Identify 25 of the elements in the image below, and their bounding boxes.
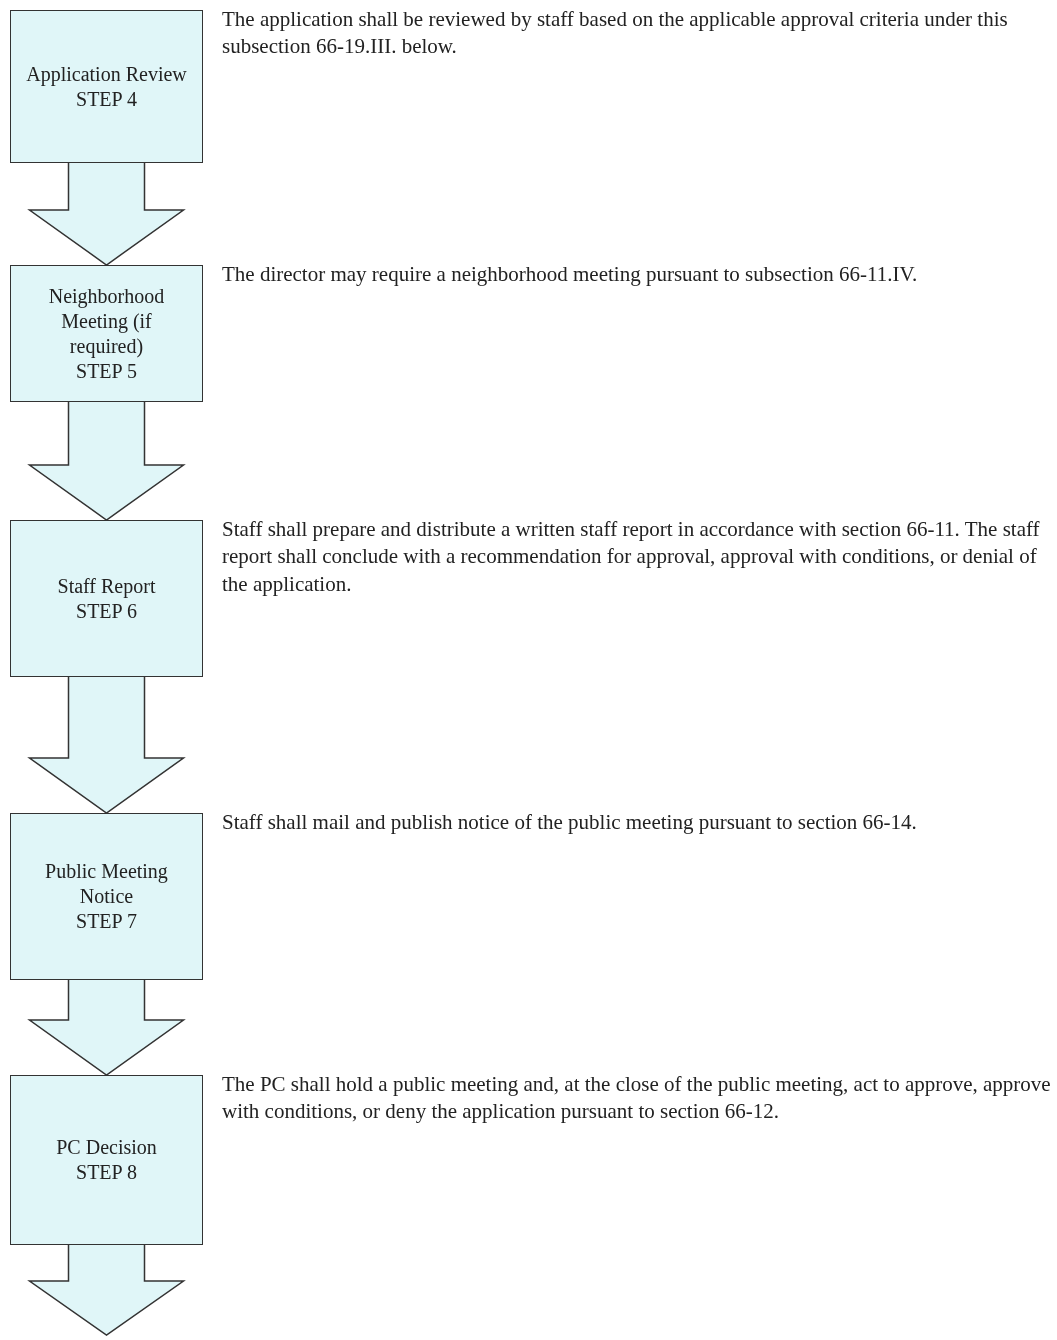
step-number: STEP 5	[76, 358, 137, 384]
process-box	[10, 265, 203, 402]
block-arrow	[27, 1244, 186, 1336]
process-box	[10, 813, 203, 980]
step-number: STEP 8	[76, 1160, 137, 1185]
step-description: Staff shall prepare and distribute a written staff report in accordance with section 66-11. The staff report shall conclude with a recommendation for approval, approval with conditions, or denial of the application.	[222, 516, 1041, 598]
step-title: Staff Report	[57, 573, 156, 599]
step-number: STEP 4	[76, 86, 137, 112]
process-box	[10, 520, 203, 677]
step-title: PC Decision	[56, 1135, 157, 1160]
process-box	[10, 10, 203, 163]
block-arrow	[27, 162, 186, 266]
step-description: Staff shall mail and publish notice of the public meeting pursuant to section 66-14.	[222, 809, 918, 836]
step-title: Public Meeting Notice	[44, 859, 169, 909]
step-title: Neighborhood Meeting (if required)	[47, 283, 166, 359]
step-number: STEP 7	[76, 909, 137, 934]
step-number: STEP 6	[76, 598, 137, 624]
block-arrow	[27, 979, 186, 1076]
block-arrow	[27, 676, 186, 814]
block-arrow	[27, 401, 186, 521]
step-description: The PC shall hold a public meeting and, at the close of the public meeting, act to approve, approve with conditions, or deny the application pursuant to section 66-12.	[222, 1071, 1052, 1126]
step-description: The director may require a neighborhood meeting pursuant to subsection 66-11.IV.	[222, 261, 919, 288]
step-description: The application shall be reviewed by staff based on the applicable approval criteria under this subsection 66-19.III. below.	[222, 6, 1009, 61]
step-title: Application Review	[26, 61, 187, 87]
process-box	[10, 1075, 203, 1245]
